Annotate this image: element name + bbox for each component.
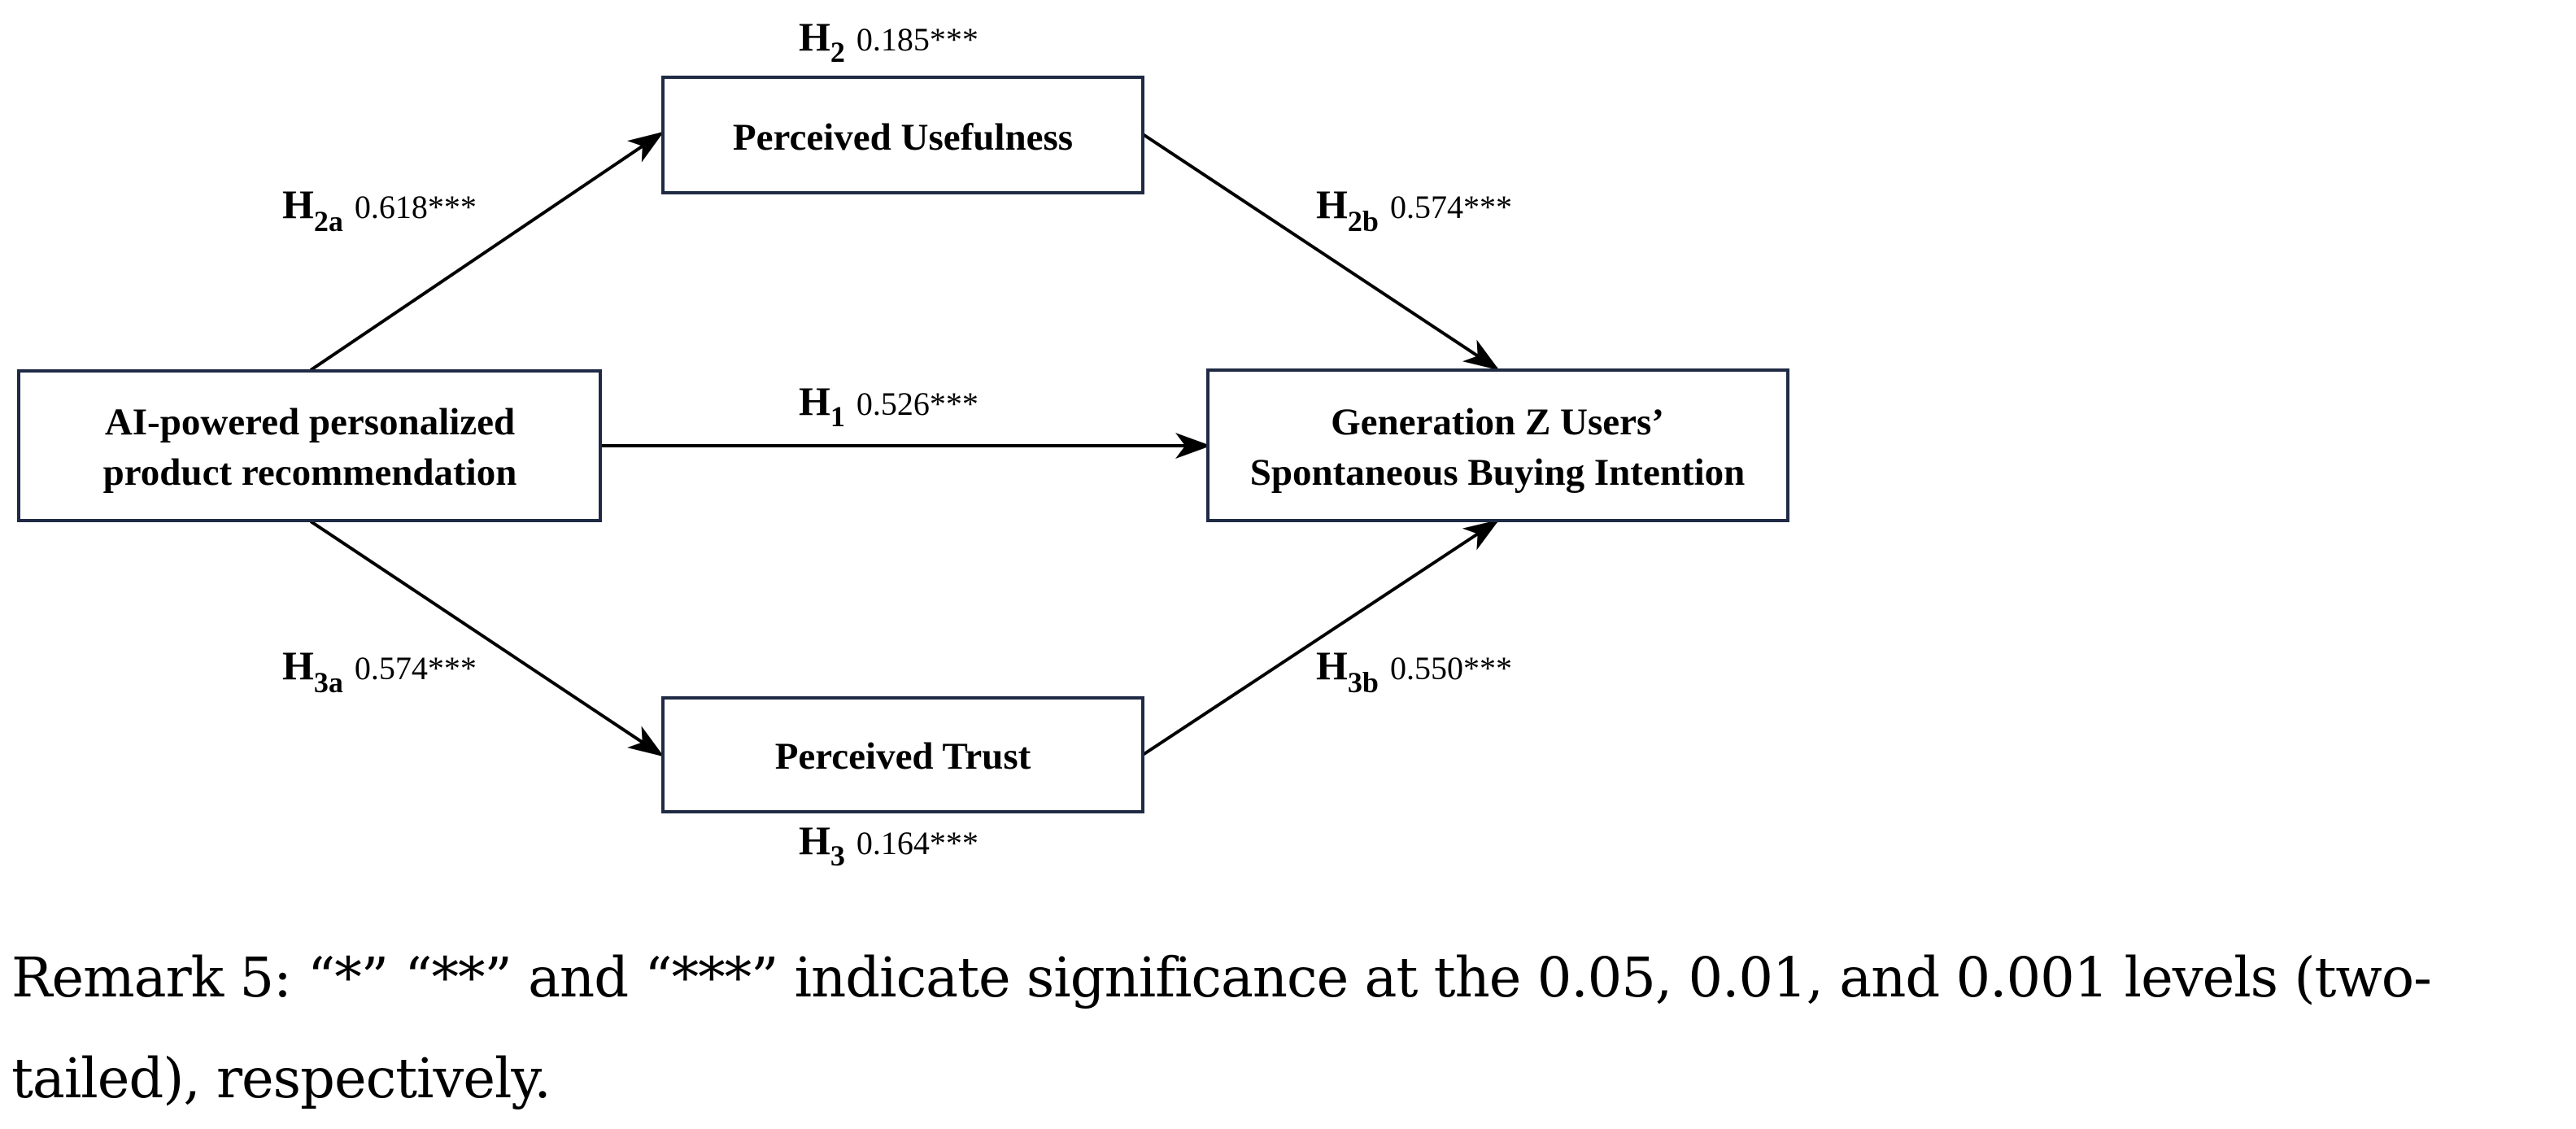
path-diagram: AI-powered personalized product recommen… [17, 14, 1789, 872]
label-h1-coef: 0.526*** [856, 386, 979, 422]
label-h2: H2 0.185*** [799, 14, 979, 68]
label-h3-coef: 0.164*** [856, 825, 979, 861]
node-trust-label: Perceived Trust [775, 735, 1031, 778]
label-h1: H1 0.526*** [799, 378, 979, 433]
svg-text:H20.185***: H2 0.185*** [799, 14, 979, 68]
label-h3a: H3a 0.574*** [282, 643, 477, 699]
label-h3b-coef: 0.550*** [1390, 650, 1512, 687]
node-predictor-line1: AI-powered personalized [105, 401, 515, 443]
label-h1-sub: 1 [830, 400, 845, 433]
node-predictor-line2: product recommendation [103, 451, 517, 494]
label-h2b: H2b 0.574*** [1316, 181, 1512, 238]
label-h2-hyp: H [799, 14, 830, 59]
node-outcome-line1: Generation Z Users’ [1331, 401, 1664, 443]
remark-footnote: Remark 5: “*” “**” and “***” indicate si… [11, 946, 2432, 1110]
label-h3: H3 0.164*** [799, 817, 979, 872]
label-h1-hyp: H [799, 378, 830, 424]
label-h3-hyp: H [799, 817, 830, 863]
label-h3a-coef: 0.574*** [355, 650, 477, 687]
label-h2a-sub: 2a [314, 205, 343, 238]
label-h2-coef: 0.185*** [856, 21, 979, 58]
label-h3-sub: 3 [830, 839, 845, 872]
label-h2b-hyp: H [1316, 181, 1348, 227]
node-outcome-line2: Spontaneous Buying Intention [1250, 451, 1746, 494]
arrow-h2b [1141, 133, 1500, 371]
node-predictor: AI-powered personalized product recommen… [17, 369, 602, 522]
label-h3b-sub: 3b [1348, 666, 1379, 699]
arrow-h3a [309, 520, 665, 757]
node-perceived-trust: Perceived Trust [661, 696, 1144, 813]
label-h3a-hyp: H [282, 643, 314, 688]
label-h2b-coef: 0.574*** [1390, 189, 1512, 225]
node-usefulness-label: Perceived Usefulness [733, 116, 1073, 159]
node-perceived-usefulness: Perceived Usefulness [661, 76, 1144, 194]
arrow-h3b [1141, 519, 1500, 756]
node-outcome: Generation Z Users’ Spontaneous Buying I… [1206, 368, 1789, 522]
label-h3a-sub: 3a [314, 666, 343, 699]
label-h3b: H3b 0.550*** [1316, 643, 1512, 699]
arrow-h2a [309, 131, 665, 372]
label-h3b-hyp: H [1316, 643, 1348, 688]
svg-text:H30.164***: H3 0.164*** [799, 817, 979, 872]
label-h2a: H2a 0.618*** [282, 181, 477, 238]
label-h2a-coef: 0.618*** [355, 189, 477, 225]
svg-text:H10.526***: H1 0.526*** [799, 378, 979, 433]
label-h2-sub: 2 [830, 36, 845, 68]
label-h2b-sub: 2b [1348, 205, 1379, 238]
label-h2a-hyp: H [282, 181, 314, 227]
